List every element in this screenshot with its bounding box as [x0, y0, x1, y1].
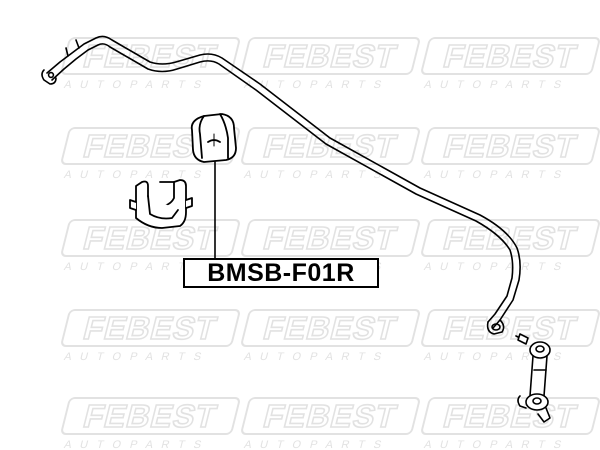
watermark-brand: FEBEST: [260, 38, 401, 73]
watermark-brand: FEBEST: [440, 128, 581, 163]
watermark-logo: FEBEST A U T O P A R T S: [421, 37, 600, 91]
watermark-tagline: A U T O P A R T S: [243, 351, 386, 363]
watermark-logo: FEBEST A U T O P A R T S: [61, 309, 240, 363]
stabilizer-bushing: [190, 113, 237, 163]
watermark-logo: FEBEST A U T O P A R T S: [421, 309, 600, 363]
watermark-tagline: A U T O P A R T S: [423, 79, 566, 91]
part-number-label: BMSB-F01R: [183, 258, 379, 288]
watermark-brand: FEBEST: [440, 38, 581, 73]
watermark-tagline: A U T O P A R T S: [63, 169, 206, 181]
watermark-layer: FEBEST A U T O P A R T S FEBEST A U T O P A…: [61, 37, 600, 450]
watermark-logo: FEBEST A U T O P A R T S: [421, 127, 600, 181]
watermark-logo: FEBEST A U T O P A R T S: [241, 397, 420, 450]
watermark-logo: FEBEST A U T O P A R T S: [61, 397, 240, 450]
watermark-brand: FEBEST: [260, 310, 401, 345]
watermark-brand: FEBEST: [80, 398, 221, 433]
bushing-bracket: [129, 179, 193, 229]
watermark-tagline: A U T O P A R T S: [423, 169, 566, 181]
watermark-brand: FEBEST: [260, 398, 401, 433]
watermark-tagline: A U T O P A R T S: [63, 261, 206, 273]
watermark-brand: FEBEST: [440, 310, 581, 345]
watermark-brand: FEBEST: [80, 310, 221, 345]
watermark-tagline: A U T O P A R T S: [63, 351, 206, 363]
watermark-logo: FEBEST A U T O P A R T S: [421, 397, 600, 450]
stabilizer-link: [515, 333, 551, 423]
watermark-tagline: A U T O P A R T S: [423, 261, 566, 273]
watermark-logo: FEBEST A U T O P A R T S: [241, 309, 420, 363]
watermark-tagline: A U T O P A R T S: [423, 351, 566, 363]
watermark-tagline: A U T O P A R T S: [63, 439, 206, 450]
watermark-tagline: A U T O P A R T S: [423, 439, 566, 450]
watermark-logo: FEBEST A U T O P A R T S: [241, 37, 420, 91]
watermark-tagline: A U T O P A R T S: [243, 79, 386, 91]
watermark-tagline: A U T O P A R T S: [63, 79, 206, 91]
watermark-brand: FEBEST: [260, 220, 401, 255]
watermark-brand: FEBEST: [440, 398, 581, 433]
watermark-tagline: A U T O P A R T S: [243, 439, 386, 450]
watermark-tagline: A U T O P A R T S: [243, 169, 386, 181]
stabilizer-bar: [41, 35, 521, 335]
